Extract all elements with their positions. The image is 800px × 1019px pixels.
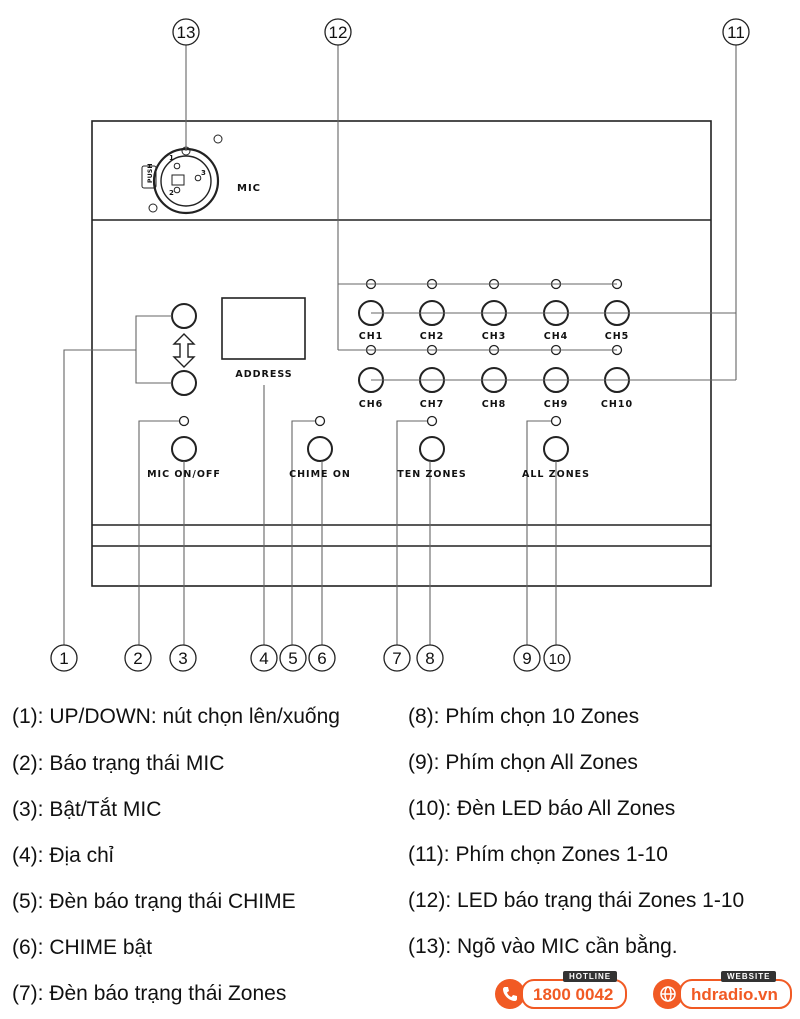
website-url: hdradio.vn bbox=[691, 984, 778, 1004]
ch7-label: CH7 bbox=[420, 399, 445, 410]
chime-on-button[interactable] bbox=[307, 436, 333, 462]
legend-item: (10): Đèn LED báo All Zones bbox=[408, 797, 676, 820]
all-zones-label: ALL ZONES bbox=[522, 469, 590, 480]
website-caption: WEBSITE bbox=[721, 971, 777, 982]
callout-7: 7 bbox=[392, 649, 401, 668]
hotline-caption: HOTLINE bbox=[563, 971, 618, 982]
callout-4: 4 bbox=[259, 649, 268, 668]
callout-2: 2 bbox=[133, 649, 142, 668]
ch5-label: CH5 bbox=[605, 331, 630, 342]
ch9-label: CH9 bbox=[544, 399, 569, 410]
legend-item: (5): Đèn báo trạng thái CHIME bbox=[12, 890, 296, 913]
legend-item: (3): Bật/Tắt MIC bbox=[12, 798, 162, 821]
legend-item: (6): CHIME bật bbox=[12, 936, 153, 959]
down-button[interactable] bbox=[171, 370, 197, 396]
xlr-pin-2: 2 bbox=[169, 189, 175, 197]
callout-9: 9 bbox=[522, 649, 531, 668]
legend-item: (7): Đèn báo trạng thái Zones bbox=[12, 982, 287, 1005]
push-label: PUSH bbox=[147, 163, 154, 183]
chime-on-label: CHIME ON bbox=[289, 469, 351, 480]
ch6-label: CH6 bbox=[359, 399, 384, 410]
address-label: ADDRESS bbox=[235, 369, 292, 380]
chime-status-led bbox=[314, 415, 326, 427]
ch10-label: CH10 bbox=[601, 399, 633, 410]
legend-item: (1): UP/DOWN: nút chọn lên/xuống bbox=[12, 705, 340, 728]
address-display bbox=[221, 297, 306, 360]
legend-item: (13): Ngõ vào MIC cần bằng. bbox=[408, 935, 678, 958]
legend-item: (9): Phím chọn All Zones bbox=[408, 751, 638, 774]
callout-1: 1 bbox=[59, 649, 68, 668]
legend-item: (4): Địa chỉ bbox=[12, 844, 114, 867]
hotline-number: 1800 0042 bbox=[533, 984, 614, 1004]
website-badge[interactable]: WEBSITE hdradio.vn bbox=[650, 971, 792, 1012]
ch1-label: CH1 bbox=[359, 331, 384, 342]
legend-item: (2): Báo trạng thái MIC bbox=[12, 752, 225, 775]
phone-icon bbox=[495, 979, 525, 1009]
callout-6: 6 bbox=[317, 649, 326, 668]
callout-11: 11 bbox=[727, 23, 745, 42]
legend-item: (12): LED báo trạng thái Zones 1-10 bbox=[408, 889, 745, 912]
all-zones-button[interactable] bbox=[543, 436, 569, 462]
callout-8: 8 bbox=[425, 649, 434, 668]
legend-item: (11): Phím chọn Zones 1-10 bbox=[408, 843, 668, 866]
mic-onoff-label: MIC ON/OFF bbox=[147, 469, 221, 480]
mic-onoff-button[interactable] bbox=[171, 436, 197, 462]
hotline-badge[interactable]: HOTLINE 1800 0042 bbox=[492, 971, 628, 1012]
ch2-label: CH2 bbox=[420, 331, 445, 342]
legend-item: (8): Phím chọn 10 Zones bbox=[408, 705, 640, 728]
xlr-mic-input bbox=[141, 134, 223, 215]
ch3-label: CH3 bbox=[482, 331, 507, 342]
callout-13: 13 bbox=[177, 23, 196, 42]
callout-10: 10 bbox=[549, 651, 566, 668]
ch8-label: CH8 bbox=[482, 399, 507, 410]
xlr-pin-1: 1 bbox=[169, 154, 175, 162]
ten-zones-button[interactable] bbox=[419, 436, 445, 462]
all-zones-led bbox=[550, 415, 562, 427]
up-button[interactable] bbox=[171, 303, 197, 329]
xlr-pin-3: 3 bbox=[201, 169, 207, 177]
mic-status-led bbox=[178, 415, 190, 427]
leader-lines bbox=[63, 45, 737, 645]
panel-outline bbox=[91, 120, 712, 587]
up-down-arrow-icon bbox=[172, 333, 196, 368]
zones-status-led bbox=[426, 415, 438, 427]
mic-label: MIC bbox=[237, 183, 261, 194]
callout-3: 3 bbox=[178, 649, 187, 668]
globe-icon bbox=[653, 979, 683, 1009]
control-panel-diagram: MIC PUSH 1 2 3 ADDRESS MIC ON/OFF CHIME … bbox=[50, 18, 750, 672]
callout-12: 12 bbox=[329, 23, 348, 42]
ten-zones-label: TEN ZONES bbox=[397, 469, 466, 480]
ch4-label: CH4 bbox=[544, 331, 569, 342]
callout-5: 5 bbox=[288, 649, 297, 668]
